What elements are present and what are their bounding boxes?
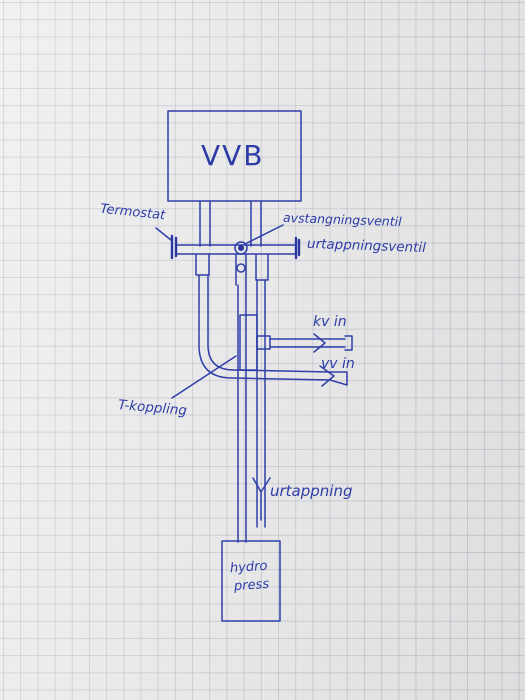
t-koppling-branch (256, 335, 271, 350)
right-pipe-top (250, 200, 262, 247)
avstangningsventil-symbol (234, 241, 248, 255)
middle-drop (235, 253, 247, 286)
kv-in-pipe (269, 338, 346, 348)
hydro-press-label-line1: hydro (229, 558, 268, 577)
t-koppling-body (239, 314, 258, 371)
main-pipe (237, 284, 247, 543)
vv-curve-inner (207, 274, 331, 373)
vvb-box (167, 110, 302, 202)
avstangningsventil-pointer (244, 224, 284, 245)
hydro-press-label-line2: press (233, 576, 270, 595)
vvb-label: VVB (201, 139, 265, 172)
left-drop (195, 253, 210, 276)
urtappning-label: urtappning (270, 482, 353, 500)
right-drop (255, 253, 269, 281)
urtappning-tap-symbol (252, 477, 271, 521)
termostat-cap (170, 234, 178, 260)
vv-curve-outer (198, 274, 331, 381)
vv-in-arrow (319, 365, 335, 387)
left-pipe-top (199, 200, 211, 247)
avstangningsventil-dot (238, 245, 244, 251)
t-koppling-pointer (171, 355, 237, 399)
vv-in-label: vv in (321, 356, 355, 372)
termostat-pointer (155, 227, 172, 241)
kv-in-label: kv in (313, 314, 347, 330)
tapping-pipe (256, 279, 266, 528)
kv-in-arrow (313, 333, 326, 353)
valve-knob (236, 263, 246, 273)
urtappningsventil-cap (294, 236, 301, 260)
hydro-press-box (221, 540, 281, 622)
kv-in-end (344, 335, 353, 351)
vv-in-end (329, 371, 348, 386)
